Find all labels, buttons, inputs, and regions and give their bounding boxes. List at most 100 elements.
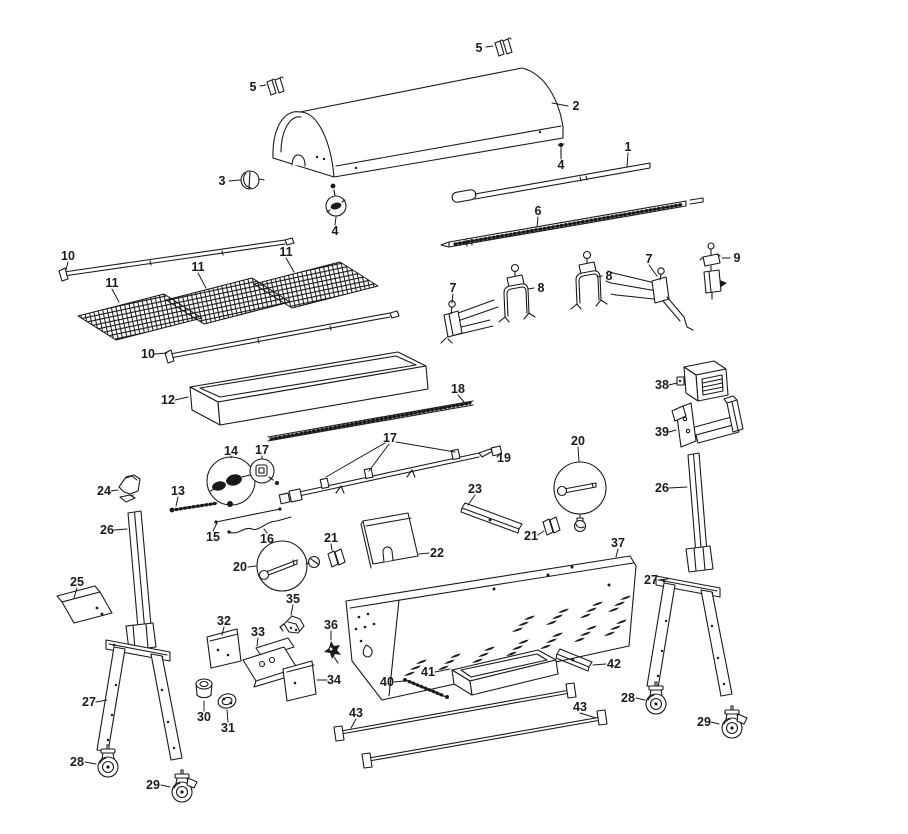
part-label-39: 39 <box>655 425 669 439</box>
leader-line-28 <box>84 761 97 765</box>
leader-line-40 <box>393 680 405 683</box>
part-label-26: 26 <box>655 481 669 495</box>
side-shelf-bracket <box>56 585 113 624</box>
part-label-36: 36 <box>324 618 338 632</box>
part-label-1: 1 <box>625 140 632 154</box>
leader-line-4 <box>334 216 337 226</box>
leader-line-11 <box>111 288 120 303</box>
leader-line-32 <box>221 626 225 636</box>
grate-rail-upper <box>58 237 295 282</box>
part-label-40: 40 <box>380 675 394 689</box>
part-label-34: 34 <box>327 673 341 687</box>
leader-line-29 <box>710 721 720 725</box>
part-label-18: 18 <box>451 382 465 396</box>
leader-line-25 <box>73 587 78 599</box>
leader-line-8 <box>596 275 603 278</box>
grate-rail-lower <box>164 310 400 364</box>
part-label-26: 26 <box>100 523 114 537</box>
pin-detail-inset-right <box>553 461 607 533</box>
leader-line-21 <box>537 530 545 536</box>
leader-line-15 <box>212 522 218 532</box>
part-label-8: 8 <box>606 269 613 283</box>
leader-line-28 <box>635 697 646 701</box>
leader-line-41 <box>434 668 451 673</box>
leader-line-43 <box>579 712 597 719</box>
part-label-4: 4 <box>332 224 339 238</box>
side-plate-b <box>282 660 317 702</box>
part-label-37: 37 <box>611 536 625 550</box>
latch-part <box>279 615 305 634</box>
leader-line-27 <box>95 699 108 703</box>
leader-line-16 <box>263 528 268 534</box>
support-channel <box>460 502 523 534</box>
part-label-43: 43 <box>573 700 587 714</box>
grease-tray <box>451 649 559 696</box>
leader-line-17 <box>395 441 456 453</box>
firebox-body <box>345 555 637 701</box>
caster-right <box>645 681 667 715</box>
leader-line-22 <box>418 552 430 555</box>
leader-line-12 <box>174 396 189 401</box>
hinge-clip-right <box>542 516 561 536</box>
part-label-42: 42 <box>607 657 621 671</box>
link-rod <box>214 507 282 524</box>
hood-screw-left-inset <box>325 183 347 217</box>
leader-line-17 <box>368 443 390 472</box>
part-label-43: 43 <box>349 706 363 720</box>
part-label-32: 32 <box>217 614 231 628</box>
spit-coupler <box>699 242 727 300</box>
leg-assembly-right <box>646 575 733 697</box>
leader-line-39 <box>668 429 677 433</box>
spit-rod-lower <box>440 197 704 248</box>
part-label-20: 20 <box>233 560 247 574</box>
part-label-9: 9 <box>734 251 741 265</box>
post-clip <box>118 474 141 503</box>
meat-fork-left <box>440 299 499 344</box>
part-label-11: 11 <box>105 276 118 290</box>
wire-link <box>227 516 292 534</box>
part-label-41: 41 <box>421 665 435 679</box>
part-label-25: 25 <box>70 575 84 589</box>
hood-part <box>272 67 564 178</box>
motor-bracket <box>671 395 744 448</box>
part-label-15: 15 <box>206 530 220 544</box>
leader-line-10 <box>154 352 168 355</box>
part-label-3: 3 <box>219 174 226 188</box>
leader-line-20 <box>247 565 257 568</box>
part-label-27: 27 <box>644 573 658 587</box>
leader-line-2 <box>551 102 569 107</box>
leader-line-7 <box>648 264 658 277</box>
caster-right-brake <box>722 706 747 738</box>
part-label-7: 7 <box>646 252 653 266</box>
leader-line-37 <box>615 548 619 558</box>
part-label-10: 10 <box>141 347 155 361</box>
spit-bracket-left <box>498 263 536 323</box>
hinge-clip-left <box>327 548 346 568</box>
leg-assembly-left <box>96 639 183 761</box>
part-label-17: 17 <box>255 443 269 457</box>
part-label-10: 10 <box>61 249 75 263</box>
spit-assembly <box>278 445 503 505</box>
part-label-28: 28 <box>70 755 84 769</box>
grill-grates <box>77 261 379 341</box>
part-label-23: 23 <box>468 482 482 496</box>
part-label-20: 20 <box>571 434 585 448</box>
part-label-22: 22 <box>430 546 444 560</box>
side-plate-a <box>206 628 242 669</box>
leader-line-11 <box>197 272 207 289</box>
part-label-30: 30 <box>197 710 211 724</box>
part-label-21: 21 <box>524 529 538 543</box>
part-label-31: 31 <box>221 721 235 735</box>
leader-line-24 <box>110 489 119 492</box>
leader-line-42 <box>592 663 607 666</box>
clip-detail-inset <box>249 458 279 485</box>
motor <box>676 360 729 402</box>
bushing-cap <box>195 678 213 699</box>
part-label-12: 12 <box>161 393 175 407</box>
part-label-24: 24 <box>97 484 111 498</box>
part-label-11: 11 <box>279 245 292 259</box>
part-label-8: 8 <box>538 281 545 295</box>
leader-line-10 <box>65 261 69 271</box>
mount-disc <box>217 693 237 709</box>
